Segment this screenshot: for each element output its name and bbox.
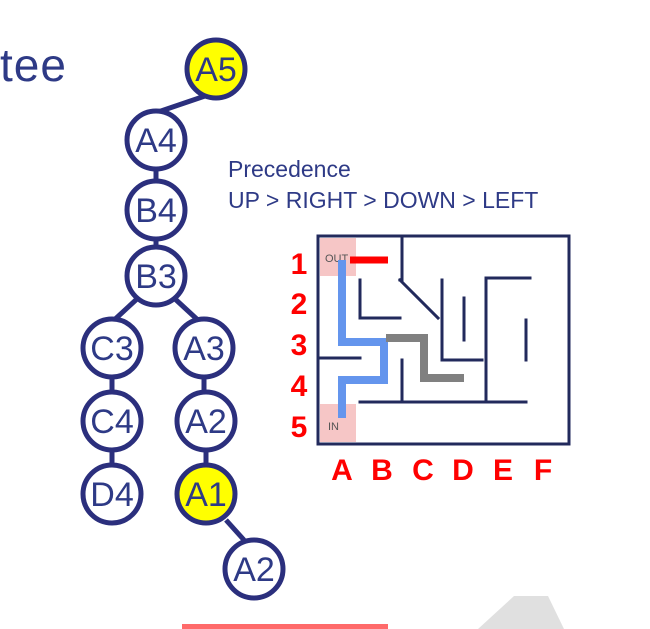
maze-row-label-4: 4 bbox=[290, 370, 308, 403]
svg-text:B3: B3 bbox=[135, 258, 177, 296]
maze-row-label-2: 2 bbox=[290, 288, 308, 321]
maze-row-label-5: 5 bbox=[290, 411, 308, 444]
tree-node-c4: C4 bbox=[80, 389, 144, 453]
maze-col-label-a: A bbox=[331, 454, 353, 487]
maze-col-label-c: C bbox=[412, 454, 434, 487]
svg-text:A3: A3 bbox=[183, 330, 225, 368]
svg-text:A2: A2 bbox=[185, 403, 227, 441]
maze-row-label-3: 3 bbox=[290, 329, 308, 362]
tree-node-d4: D4 bbox=[80, 462, 144, 526]
maze-col-label-d: D bbox=[452, 454, 474, 487]
svg-text:A4: A4 bbox=[135, 122, 177, 160]
maze-path-blue bbox=[338, 260, 388, 418]
tree-node-a3: A3 bbox=[172, 316, 236, 380]
tree-node-a5: A5 bbox=[184, 37, 248, 101]
tree-node-c3: C3 bbox=[80, 316, 144, 380]
tree-node-b3: B3 bbox=[124, 244, 188, 308]
cropped-red-text-fragment bbox=[182, 624, 388, 629]
maze-walls bbox=[316, 234, 571, 446]
svg-text:A1: A1 bbox=[185, 476, 227, 514]
cropped-triangle-shape bbox=[478, 596, 564, 629]
maze-col-label-b: B bbox=[371, 454, 393, 487]
maze-in-label: IN bbox=[328, 421, 339, 433]
svg-text:C4: C4 bbox=[90, 403, 133, 441]
edge-a1-a2b bbox=[224, 518, 246, 542]
tree-nodes: A5 A4 B4 B3 C3 A3 C4 A2 bbox=[80, 37, 286, 601]
svg-text:A2: A2 bbox=[233, 551, 275, 589]
tree-node-a2: A2 bbox=[174, 389, 238, 453]
svg-text:D4: D4 bbox=[90, 476, 133, 514]
partial-title: tee bbox=[0, 39, 67, 91]
svg-text:A5: A5 bbox=[195, 51, 237, 89]
edge-a5-a4 bbox=[157, 93, 206, 115]
maze-row-label-1: 1 bbox=[290, 248, 308, 281]
precedence-heading: Precedence bbox=[228, 156, 351, 182]
maze-col-label-e: E bbox=[492, 454, 513, 487]
tree-node-a2b: A2 bbox=[222, 537, 286, 601]
tree-node-a4: A4 bbox=[124, 108, 188, 172]
tree-node-a1: A1 bbox=[174, 462, 238, 526]
tree-node-b4: B4 bbox=[124, 178, 188, 242]
precedence-note: Precedence UP > RIGHT > DOWN > LEFT bbox=[228, 154, 538, 216]
maze-col-label-f: F bbox=[533, 454, 553, 487]
precedence-order: UP > RIGHT > DOWN > LEFT bbox=[228, 187, 539, 213]
maze: OUT IN bbox=[316, 234, 571, 446]
maze-path-gray bbox=[386, 334, 464, 382]
svg-text:B4: B4 bbox=[135, 192, 177, 230]
svg-text:C3: C3 bbox=[90, 330, 133, 368]
